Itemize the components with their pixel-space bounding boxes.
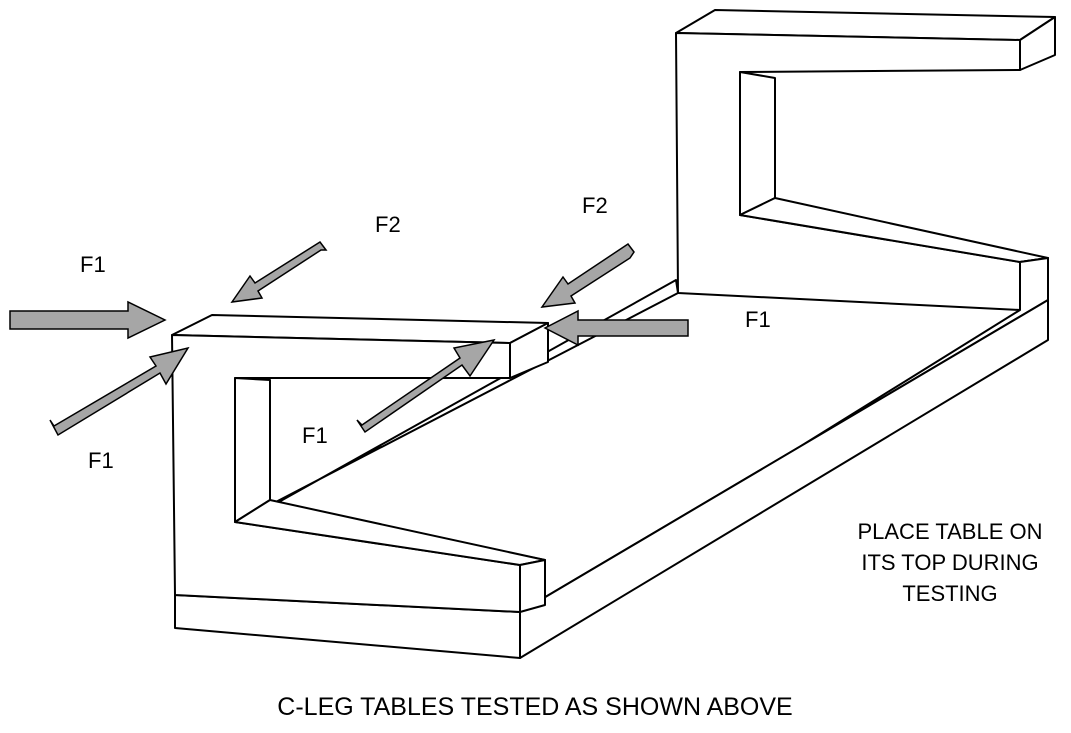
note-line-1: PLACE TABLE ON xyxy=(857,519,1042,544)
front-leg-front-face xyxy=(171,334,521,613)
back-c-leg xyxy=(675,9,1056,311)
arrow-f1-left-horizontal xyxy=(9,300,167,340)
arrow-f1-lower-left xyxy=(49,346,190,437)
back-leg-inner-side xyxy=(739,71,776,216)
arrow-f1-center xyxy=(356,338,496,434)
note-line-3: TESTING xyxy=(902,581,997,606)
note-line-2: ITS TOP DURING xyxy=(861,550,1038,575)
diagram-caption: C-LEG TABLES TESTED AS SHOWN ABOVE xyxy=(277,693,792,721)
placement-note: PLACE TABLE ON ITS TOP DURING TESTING xyxy=(857,519,1042,606)
force-arrows xyxy=(9,240,689,437)
label-f1-lower-left: F1 xyxy=(88,448,114,473)
arrow-f1-right-horizontal xyxy=(543,309,689,347)
front-leg-bottom-end xyxy=(519,559,546,613)
front-c-leg xyxy=(171,314,549,613)
front-leg-inner-side xyxy=(234,377,271,523)
label-f1-top-left: F1 xyxy=(80,252,106,277)
back-leg-front-face xyxy=(675,32,1021,311)
arrow-f2-right xyxy=(540,242,635,308)
arrow-f2-center xyxy=(230,240,328,303)
label-f1-center: F1 xyxy=(302,423,328,448)
label-f2-top-center: F2 xyxy=(375,212,401,237)
label-f1-right: F1 xyxy=(745,307,771,332)
base-right-face xyxy=(519,299,1049,659)
label-f2-top-right: F2 xyxy=(582,193,608,218)
